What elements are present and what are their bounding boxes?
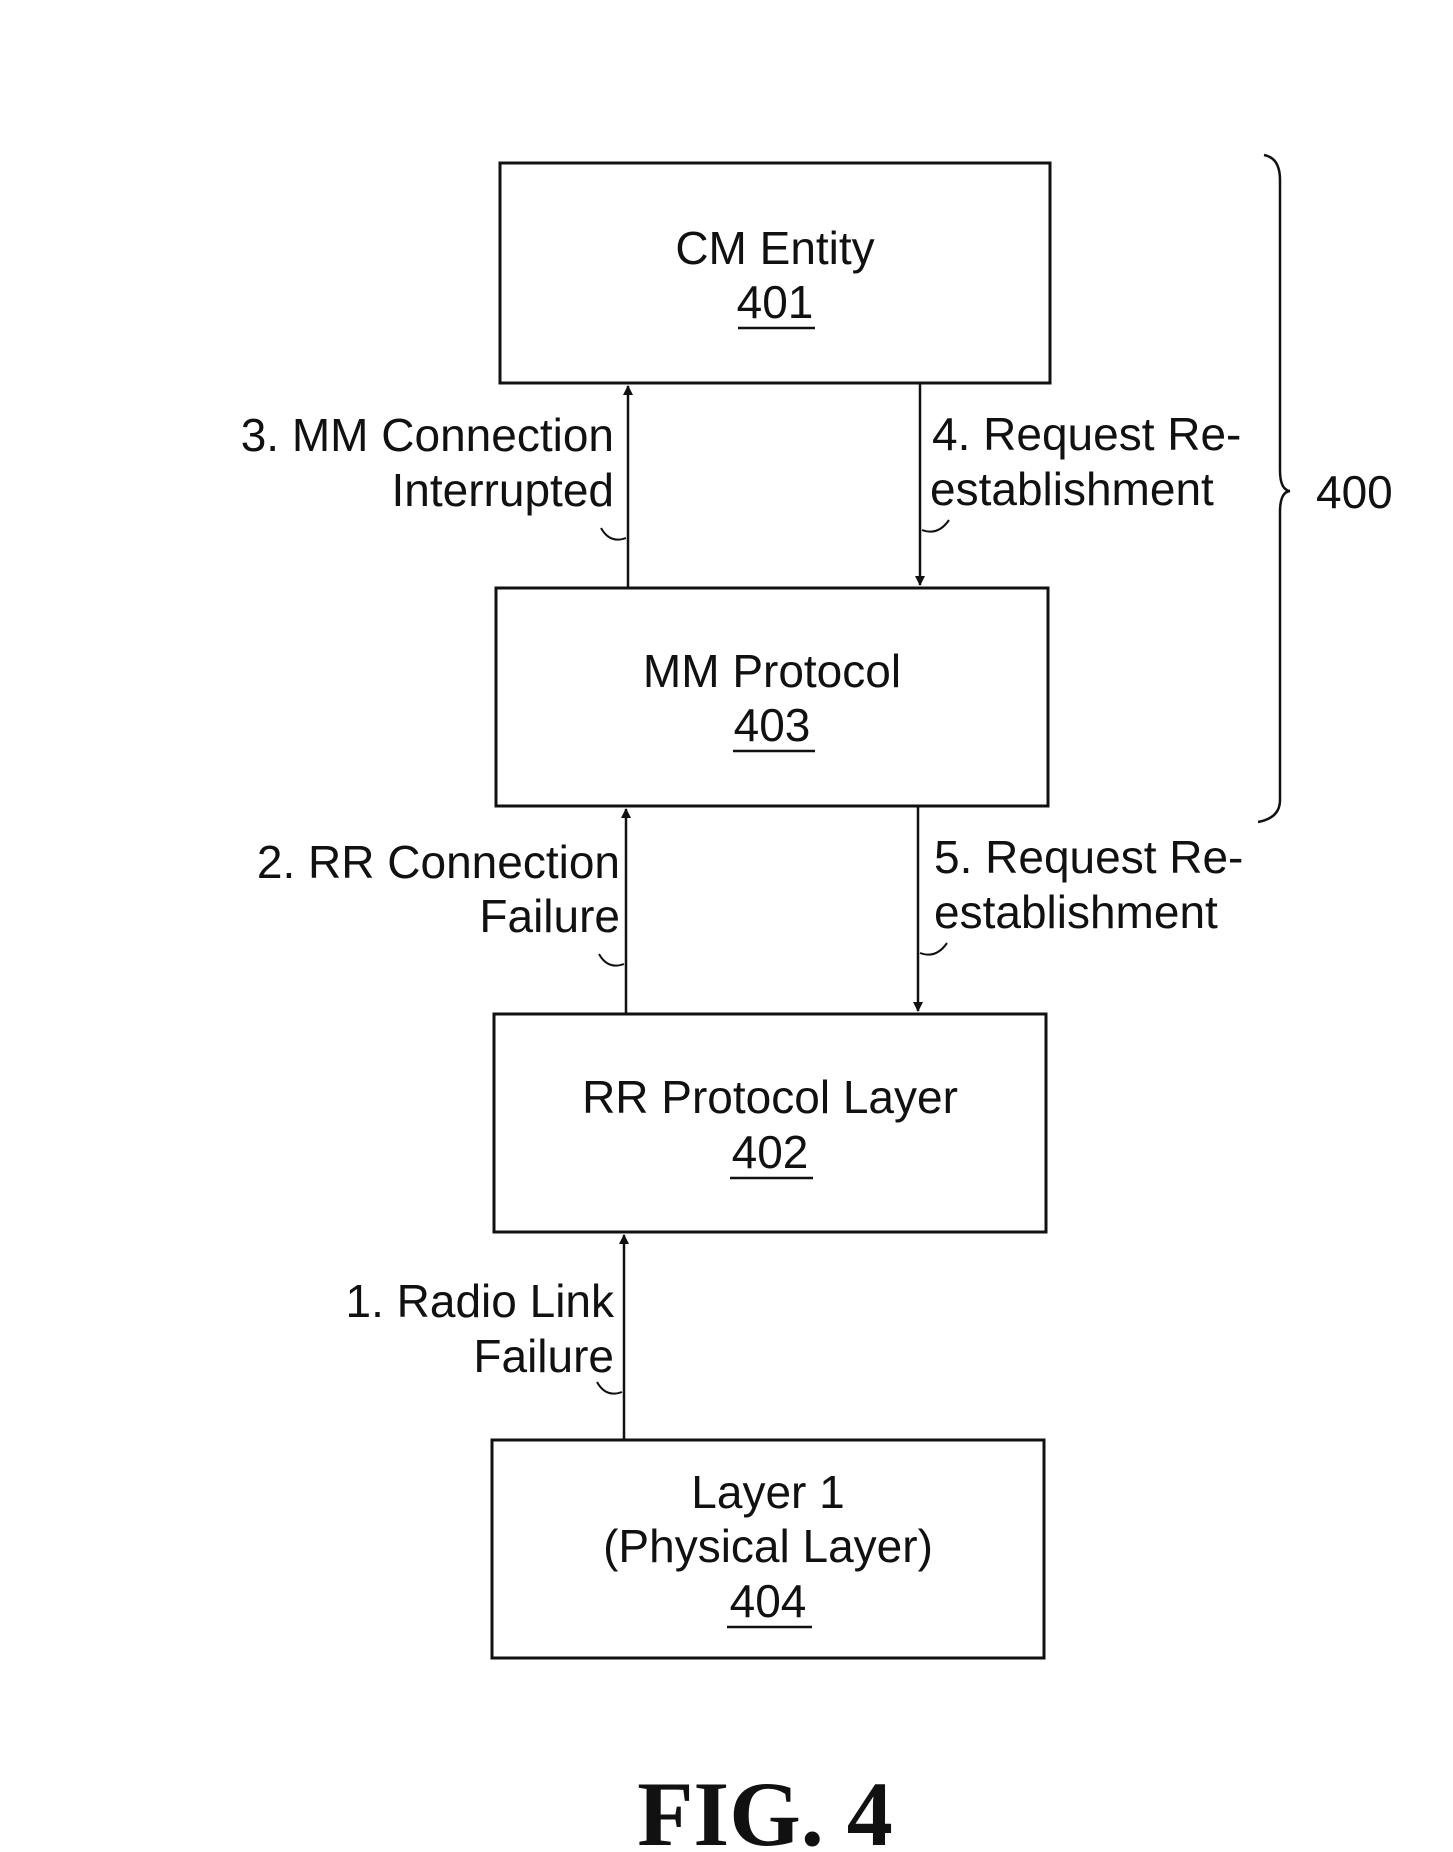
mm-protocol-box: MM Protocol 403 bbox=[494, 586, 1050, 808]
physical-layer-box: Layer 1 (Physical Layer) 404 bbox=[490, 1438, 1046, 1660]
arrow-mm-connection-interrupted: 3. MM Connection Interrupted bbox=[241, 385, 633, 588]
arrow-request-reestablishment-5: 5. Request Re- establishment bbox=[913, 806, 1243, 1012]
mm-protocol-ref: 403 bbox=[734, 699, 811, 751]
arrow-3-label-line1: 3. MM Connection bbox=[241, 409, 614, 461]
arrow-request-reestablishment-4: 4. Request Re- establishment bbox=[915, 383, 1241, 586]
cm-entity-title: CM Entity bbox=[675, 222, 874, 274]
arrow-5-label-line2: establishment bbox=[934, 886, 1218, 938]
physical-layer-title-line1: Layer 1 bbox=[691, 1466, 844, 1518]
rr-protocol-title: RR Protocol Layer bbox=[582, 1071, 958, 1123]
arrow-rr-connection-failure: 2. RR Connection Failure bbox=[257, 808, 631, 1014]
arrow-4-label-line1: 4. Request Re- bbox=[932, 408, 1241, 460]
arrow-2-label-line1: 2. RR Connection bbox=[257, 836, 620, 888]
rr-protocol-box: RR Protocol Layer 402 bbox=[492, 1012, 1048, 1234]
arrow-4-label-line2: establishment bbox=[930, 463, 1214, 515]
arrow-1-label-line2: Failure bbox=[473, 1330, 614, 1382]
mm-protocol-title: MM Protocol bbox=[643, 645, 901, 697]
arrow-1-label-line1: 1. Radio Link bbox=[346, 1275, 615, 1327]
group-brace-400: 400 bbox=[1257, 153, 1393, 824]
arrow-2-label-line2: Failure bbox=[479, 890, 620, 942]
arrow-5-label-line1: 5. Request Re- bbox=[934, 831, 1243, 883]
arrow-3-label-line2: Interrupted bbox=[392, 464, 614, 516]
group-ref-400: 400 bbox=[1316, 466, 1393, 518]
arrow-radio-link-failure: 1. Radio Link Failure bbox=[346, 1234, 629, 1440]
rr-protocol-ref: 402 bbox=[732, 1126, 809, 1178]
physical-layer-ref: 404 bbox=[730, 1575, 807, 1627]
physical-layer-title-line2: (Physical Layer) bbox=[603, 1520, 933, 1572]
cm-entity-ref: 401 bbox=[737, 276, 814, 328]
figure-caption: FIG. 4 bbox=[637, 1763, 893, 1852]
cm-entity-box: CM Entity 401 bbox=[498, 161, 1052, 385]
